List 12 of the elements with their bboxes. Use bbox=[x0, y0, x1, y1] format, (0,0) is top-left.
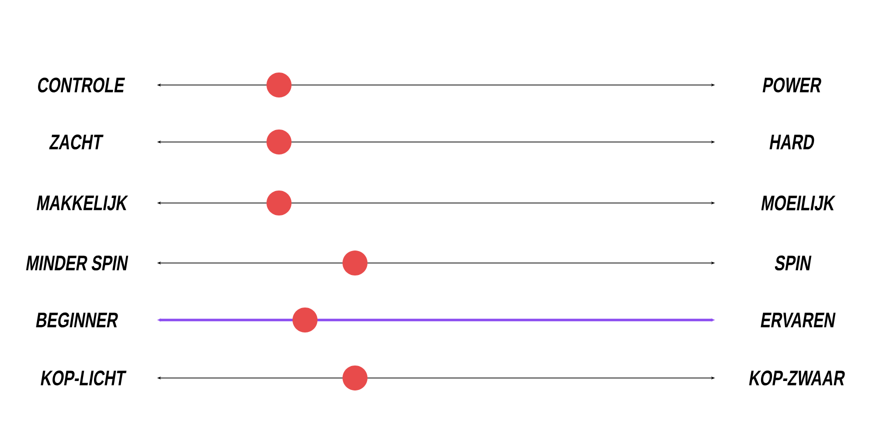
scale-label: CONTROLE bbox=[38, 78, 125, 92]
scale-label: MAKKELIJK bbox=[36, 196, 128, 210]
scale-label: POWER bbox=[762, 78, 822, 92]
scale-label: MOEILIJK bbox=[761, 196, 836, 210]
scale-label: ZACHT bbox=[49, 134, 104, 150]
scale-label: BEGINNER bbox=[36, 312, 118, 328]
scale-label: SPIN bbox=[774, 256, 812, 270]
scale-label: ERVAREN bbox=[760, 312, 836, 328]
scale-label: MINDER SPIN bbox=[26, 256, 128, 270]
scale-label: KOP-LICHT bbox=[40, 370, 126, 386]
scale-label: HARD bbox=[770, 134, 814, 150]
scale-label: KOP-ZWAAR bbox=[749, 370, 845, 386]
